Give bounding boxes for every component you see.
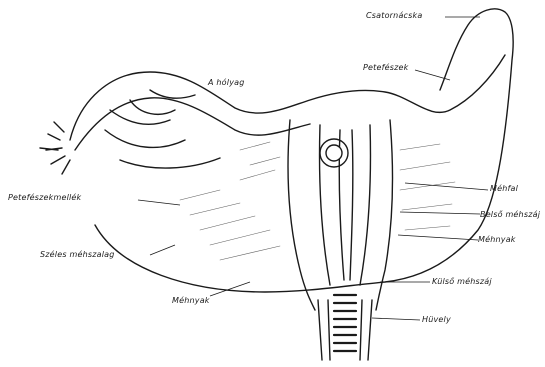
broad-ligament-outline: [95, 9, 513, 292]
label-mehfal: Méhfal: [490, 184, 518, 193]
tube-outline: [70, 55, 505, 140]
label-petefeszek: Petefészek: [363, 63, 408, 72]
label-mehnyak-bottom: Méhnyak: [172, 296, 210, 305]
label-belso-mehszaj: Belső méhszáj: [480, 210, 540, 219]
label-csatornacska: Csatornácska: [366, 11, 422, 20]
label-petefeszekmellek: Petefészekmellék: [8, 193, 81, 202]
label-huvely: Hüvely: [422, 315, 451, 324]
label-mehnyak-right: Méhnyak: [478, 235, 516, 244]
leader-lines: [138, 17, 488, 320]
tissue-hatching: [180, 142, 455, 260]
label-kulso-mehszaj: Külső méhszáj: [432, 277, 492, 286]
label-szeles-mehszalag: Széles méhszalag: [40, 250, 115, 259]
uterine-wall-left: [288, 120, 315, 310]
label-holyag: A hólyag: [208, 78, 245, 87]
vaginal-rugae: [334, 295, 356, 351]
fimbriae: [40, 122, 70, 174]
